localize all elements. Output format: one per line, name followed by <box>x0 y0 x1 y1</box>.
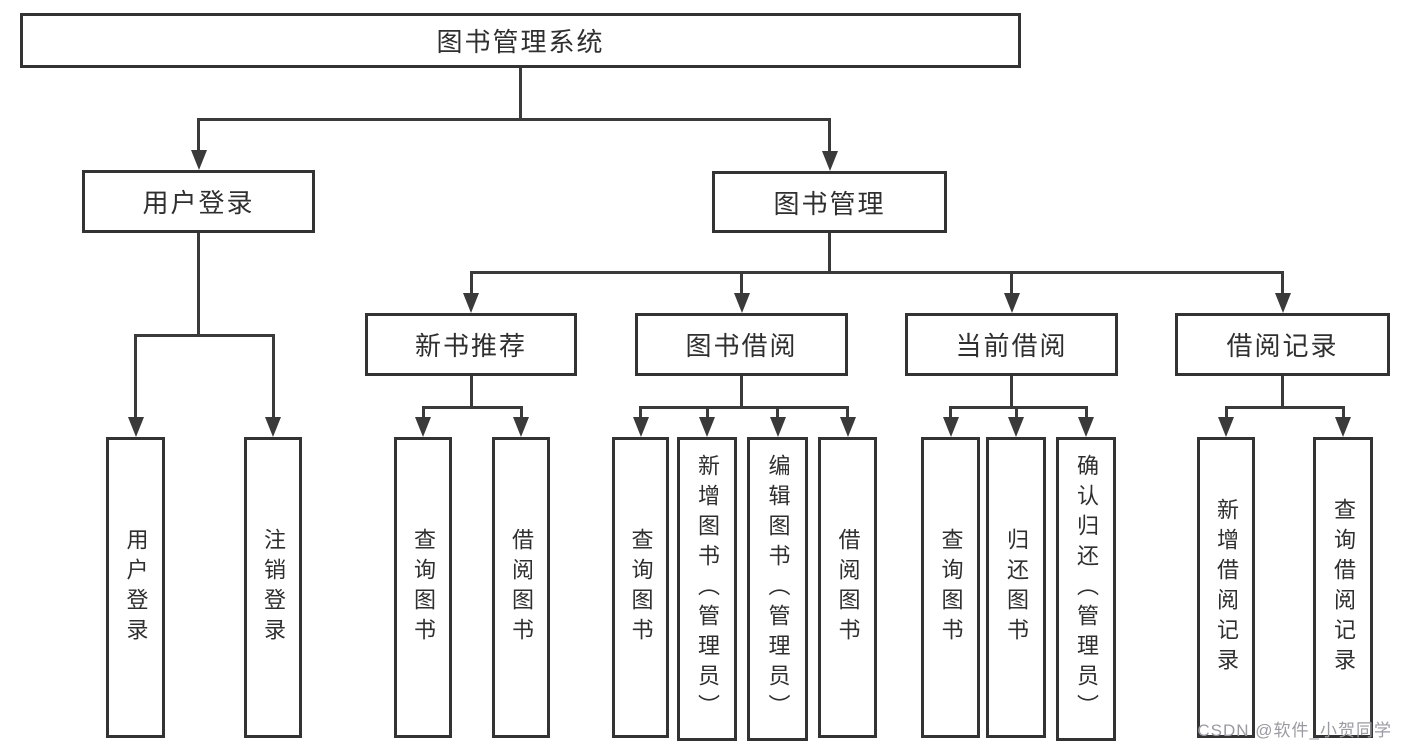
connector-line <box>421 407 425 418</box>
connector-line <box>1010 376 1013 409</box>
connector-line <box>846 407 849 418</box>
connector-line <box>1281 376 1284 409</box>
arrowhead-icon <box>839 417 856 437</box>
connector-line <box>1341 407 1345 418</box>
connector-line <box>949 405 1088 409</box>
diagram-node-current-borrow: 当前借阅 <box>905 313 1118 376</box>
connector-line <box>828 119 831 152</box>
arrowhead-icon <box>265 417 281 437</box>
arrowhead-icon <box>769 417 786 437</box>
arrowhead-icon <box>821 151 838 171</box>
connector-line <box>1224 407 1228 418</box>
diagram-node-borrow-records: 借阅记录 <box>1175 313 1390 376</box>
diagram-node-book-mgmt: 图书管理 <box>712 171 947 233</box>
csdn-watermark: CSDN @软件_小贺同学 <box>1197 721 1392 740</box>
arrowhead-icon <box>127 417 144 437</box>
diagram-node-user-login: 用户登录 <box>82 170 315 233</box>
diagram-node-v-borrow-book-a: 借阅图书 <box>492 437 550 738</box>
diagram-node-v-query-record: 查询借阅记录 <box>1313 437 1373 738</box>
diagram-node-new-book-rec: 新书推荐 <box>365 313 577 376</box>
node-label: 编辑图书（管理员） <box>765 454 791 724</box>
arrowhead-icon <box>1274 293 1291 313</box>
arrowhead-icon <box>463 293 479 313</box>
connector-line <box>1084 407 1088 418</box>
arrowhead-icon <box>190 150 207 170</box>
node-label: 图书管理系统 <box>436 27 605 57</box>
connector-line <box>421 405 523 409</box>
connector-line <box>469 270 1284 274</box>
diagram-node-v-edit-book: 编辑图书（管理员） <box>747 437 808 741</box>
node-label: 用户登录 <box>142 188 255 218</box>
diagram-node-v-logout: 注销登录 <box>244 437 302 738</box>
arrowhead-icon <box>942 417 959 437</box>
connector-line <box>705 407 709 418</box>
diagram-node-v-borrow-book-b: 借阅图书 <box>818 437 877 738</box>
node-label: 当前借阅 <box>955 331 1068 361</box>
arrowhead-icon <box>1335 417 1351 437</box>
connector-line <box>134 335 137 418</box>
arrowhead-icon <box>1008 417 1024 437</box>
diagram-node-v-return-book: 归还图书 <box>986 437 1046 738</box>
node-label: 借阅图书 <box>509 527 534 648</box>
connector-line <box>469 376 473 409</box>
node-label: 借阅记录 <box>1226 331 1339 361</box>
arrowhead-icon <box>1218 417 1234 437</box>
diagram-node-v-query-book-c: 查询图书 <box>921 437 980 738</box>
arrowhead-icon <box>699 417 715 437</box>
connector-line <box>519 68 522 121</box>
diagram-node-v-confirm-return: 确认归还（管理员） <box>1056 437 1116 741</box>
node-label: 新增借阅记录 <box>1214 497 1239 678</box>
connector-line <box>197 117 831 121</box>
connector-line <box>776 407 779 418</box>
connector-line <box>740 272 743 294</box>
connector-line <box>1010 272 1013 294</box>
connector-line <box>1014 407 1018 418</box>
node-label: 归还图书 <box>1004 527 1029 648</box>
arrowhead-icon <box>1078 417 1094 437</box>
node-label: 新书推荐 <box>414 331 527 361</box>
diagram-node-book-borrow: 图书借阅 <box>635 313 848 376</box>
connector-line <box>1224 405 1345 409</box>
connector-line <box>740 376 743 409</box>
arrowhead-icon <box>1003 293 1020 313</box>
connector-line <box>469 272 473 294</box>
connector-line <box>1281 272 1284 294</box>
node-label: 图书管理 <box>773 188 886 219</box>
connector-line <box>639 407 642 418</box>
diagram-node-root: 图书管理系统 <box>20 13 1021 68</box>
diagram-node-v-add-book: 新增图书（管理员） <box>677 437 737 741</box>
connector-line <box>949 407 952 418</box>
arrowhead-icon <box>415 417 431 437</box>
diagram-node-v-add-record: 新增借阅记录 <box>1197 437 1255 738</box>
node-label: 图书借阅 <box>685 331 798 361</box>
node-label: 注销登录 <box>261 527 286 648</box>
connector-line <box>271 335 275 418</box>
diagram-node-v-query-book-a: 查询图书 <box>394 437 452 738</box>
connector-line <box>197 233 200 337</box>
node-label: 借阅图书 <box>835 527 861 648</box>
arrowhead-icon <box>632 417 649 437</box>
node-label: 查询借阅记录 <box>1331 497 1356 678</box>
node-label: 新增图书（管理员） <box>695 454 720 724</box>
node-label: 查询图书 <box>628 527 654 648</box>
node-label: 用户登录 <box>123 527 149 648</box>
diagram-node-v-query-book-b: 查询图书 <box>612 437 669 738</box>
connector-line <box>197 119 200 151</box>
connector-line <box>828 233 831 274</box>
arrowhead-icon <box>513 417 529 437</box>
node-label: 查询图书 <box>938 527 964 648</box>
connector-line <box>639 405 849 409</box>
node-label: 确认归还（管理员） <box>1074 454 1099 724</box>
connector-line <box>134 333 275 337</box>
connector-line <box>519 407 523 418</box>
node-label: 查询图书 <box>411 527 436 648</box>
arrowhead-icon <box>733 293 750 313</box>
diagram-node-v-user-login: 用户登录 <box>106 437 165 738</box>
